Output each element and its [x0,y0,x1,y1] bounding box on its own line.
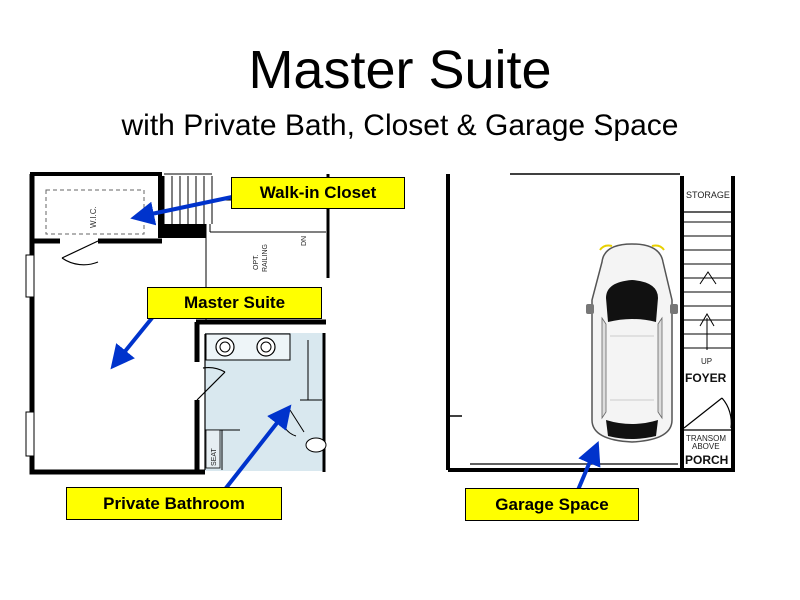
toilet-partition [300,340,322,401]
window-left-lower [25,411,35,457]
transom-label-2: ABOVE [692,442,720,451]
seat-label: SEAT [211,448,218,466]
foyer-door-swing [683,397,732,429]
railing-label: RAILING [262,244,269,272]
closet-stair-wall [158,176,164,238]
garage-stairs [684,221,731,350]
up-label: UP [701,357,712,366]
slide-title: Master Suite [248,40,552,100]
garage-plan: STORAGE UP FOYER TRANSOM ABOVE PORCH [446,173,735,472]
callout-garage-space: Garage Space [465,488,639,521]
dn-label: DN [301,236,308,246]
closet-door-swing [61,240,99,266]
outer-wall [29,174,205,475]
storage-label: STORAGE [686,190,730,200]
wic-label: W.I.C. [89,206,98,228]
car-icon [586,243,678,443]
callout-private-bathroom: Private Bathroom [66,487,282,520]
sink-left [215,337,235,357]
master-suite-plan: W.I.C. OPT. RAILING DN [25,172,330,475]
shower-seat [205,429,221,469]
opt-label: OPT. [253,254,260,270]
porch-label: PORCH [685,453,728,467]
arrow-master-suite [110,316,154,370]
callout-master-suite: Master Suite [147,287,322,319]
slide-subtitle: with Private Bath, Closet & Garage Space [121,109,679,142]
window-left-upper [25,254,35,298]
toilet [305,437,327,453]
stair-base-block [162,224,206,238]
arrow-walk-in-closet [130,195,234,226]
bath-door-swing [196,366,226,401]
sink-right [256,337,276,357]
transom-label-1: TRANSOM [686,434,726,443]
callout-arrows [110,195,601,492]
foyer-label: FOYER [685,371,727,385]
arrow-private-bathroom [224,404,292,490]
callout-walk-in-closet: Walk-in Closet [231,177,405,209]
arrow-garage-space [576,440,601,492]
